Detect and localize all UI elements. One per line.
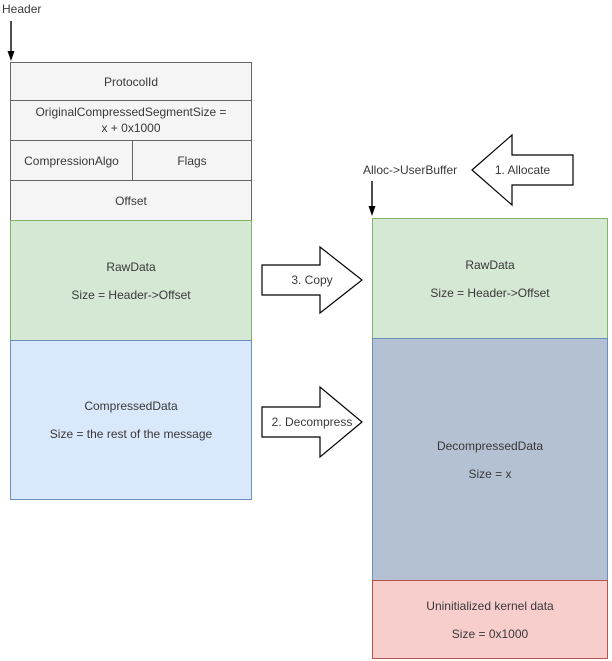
block-message-raw-data: RawData Size = Header->Offset — [10, 220, 252, 341]
block-compressed-data: CompressedData Size = the rest of the me… — [10, 340, 252, 500]
block-decompressed-data-size: Size = x — [468, 467, 512, 481]
decompress-arrow — [261, 385, 363, 459]
field-compression-algo-label: CompressionAlgo — [24, 153, 119, 168]
block-compressed-data-title: CompressedData — [84, 399, 178, 413]
block-uninitialized-kernel-data-title: Uninitialized kernel data — [426, 598, 554, 613]
block-compressed-data-size: Size = the rest of the message — [49, 427, 213, 441]
alloc-pointer-arrow — [368, 181, 376, 216]
block-message-raw-data-size: Size = Header->Offset — [71, 287, 191, 302]
copy-arrow — [261, 245, 363, 315]
field-protocol-id: ProtocolId — [10, 62, 252, 101]
block-buffer-raw-data-size: Size = Header->Offset — [430, 285, 550, 300]
field-protocol-id-label: ProtocolId — [103, 74, 159, 89]
field-segment-size-label: OriginalCompressedSegmentSize = x + 0x10… — [35, 104, 227, 135]
block-buffer-raw-data: RawData Size = Header->Offset — [372, 218, 608, 339]
header-pointer-arrow — [7, 21, 15, 61]
field-flags: Flags — [132, 140, 252, 181]
block-uninitialized-kernel-data: Uninitialized kernel data Size = 0x1000 — [372, 580, 608, 659]
block-buffer-raw-data-title: RawData — [465, 257, 515, 272]
field-offset: Offset — [10, 180, 252, 221]
alloc-pointer-label: Alloc->UserBuffer — [363, 163, 458, 177]
allocate-arrow-label: 1. Allocate — [494, 163, 551, 177]
field-offset-label: Offset — [115, 193, 147, 208]
field-compression-algo: CompressionAlgo — [10, 140, 133, 181]
block-decompressed-data: DecompressedData Size = x — [372, 338, 608, 581]
block-decompressed-data-title: DecompressedData — [436, 439, 544, 453]
allocate-arrow — [471, 133, 574, 207]
copy-arrow-label: 3. Copy — [291, 273, 333, 287]
field-flags-label: Flags — [177, 153, 207, 168]
decompress-arrow-label: 2. Decompress — [271, 415, 353, 429]
field-segment-size: OriginalCompressedSegmentSize = x + 0x10… — [10, 100, 252, 141]
block-message-raw-data-title: RawData — [106, 259, 156, 274]
block-uninitialized-kernel-data-size: Size = 0x1000 — [451, 626, 529, 641]
header-pointer-label: Header — [2, 2, 42, 16]
